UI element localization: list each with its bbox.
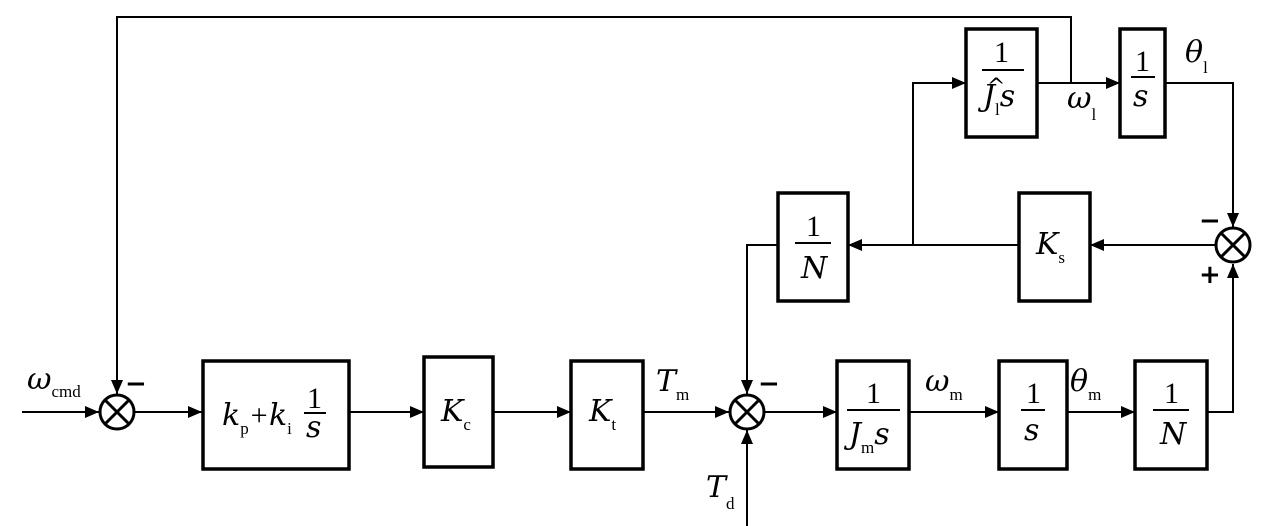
signal-t-m: Tm <box>656 364 689 404</box>
summing-junction-1 <box>98 393 136 431</box>
arrow-into-kt <box>557 406 571 418</box>
arrow-into-n-out <box>1121 406 1135 418</box>
arrow-into-int-l <box>1106 77 1120 89</box>
ks-label: Ks <box>1035 227 1065 267</box>
wire-n-to-sum3 <box>1207 264 1234 413</box>
arrow-into-sum1 <box>85 406 99 418</box>
sum2-minus-sign: − <box>758 369 780 399</box>
wire-nfb-to-sum2 <box>746 244 778 394</box>
pi-kp: kp+ki <box>222 398 292 438</box>
int-l-frac-num: 1 <box>1135 45 1150 78</box>
signal-theta-l: θl <box>1185 35 1208 77</box>
kt-block: Kt <box>569 359 645 471</box>
n-out-frac-num: 1 <box>1164 377 1179 410</box>
arrow-down-into-sum3 <box>1227 213 1239 227</box>
arrow-into-jl <box>952 77 966 89</box>
sum3-minus-sign: − <box>1199 206 1221 236</box>
arrow-up-into-sum2 <box>741 430 753 444</box>
signal-omega-l: ωl <box>1067 81 1096 124</box>
n-fb-frac-num: 1 <box>806 210 821 243</box>
pi-controller-block: kp+ki 1 s <box>201 359 351 471</box>
load-inertia-block: 1 ^ Jls <box>964 27 1039 139</box>
arrow-into-nfb <box>848 239 862 251</box>
jl-frac-num: 1 <box>994 36 1009 69</box>
motor-integrator-block: 1 s <box>997 359 1069 471</box>
sum1-minus-sign: − <box>125 369 147 399</box>
kt-label: Kt <box>588 394 616 434</box>
arrow-into-int-m <box>985 406 999 418</box>
motor-inertia-block: 1 Jms <box>835 359 911 471</box>
summing-junction-3 <box>1214 226 1252 264</box>
jl-hat: ^ <box>987 75 1005 100</box>
arrow-down-into-sum1 <box>111 380 123 394</box>
arrow-up-into-sum3 <box>1227 264 1239 278</box>
int-l-frac-den: s <box>1133 79 1148 114</box>
gear-ratio-out-block: 1 N <box>1133 359 1209 471</box>
signal-omega-cmd: ωcmd <box>27 362 81 401</box>
pi-frac-den: s <box>306 410 321 445</box>
arrow-into-kc <box>410 406 424 418</box>
wire-branch-to-jl <box>912 82 966 245</box>
kc-label: Kc <box>440 394 471 434</box>
signal-wires <box>22 16 1234 526</box>
arrow-into-jm <box>823 406 837 418</box>
kc-block: Kc <box>422 355 495 469</box>
gear-ratio-fb-block: 1 N <box>776 191 850 303</box>
signal-t-d: Td <box>706 470 735 513</box>
sum3-plus-sign: + <box>1199 260 1221 290</box>
signal-theta-m: θm <box>1070 364 1101 404</box>
arrow-into-ks <box>1090 239 1104 251</box>
signal-omega-m: ωm <box>925 364 963 404</box>
wire-wl-feedback <box>116 16 1072 394</box>
n-out-frac-den: N <box>1159 417 1188 452</box>
arrow-into-sum2 <box>715 406 729 418</box>
pi-frac-num: 1 <box>307 382 322 415</box>
n-fb-frac-den: N <box>800 251 829 286</box>
summing-junction-2 <box>728 393 766 431</box>
int-m-frac-den: s <box>1024 413 1039 448</box>
arrowheads <box>85 77 1239 444</box>
jm-frac-num: 1 <box>866 377 881 410</box>
arrow-into-pi <box>188 406 202 418</box>
ks-stiffness-block: Ks <box>1017 191 1092 303</box>
arrow-down-into-sum2 <box>741 380 753 394</box>
int-m-frac-num: 1 <box>1026 377 1041 410</box>
wire-intl-to-sum3 <box>1165 82 1234 227</box>
load-integrator-block: 1 s <box>1118 27 1167 139</box>
